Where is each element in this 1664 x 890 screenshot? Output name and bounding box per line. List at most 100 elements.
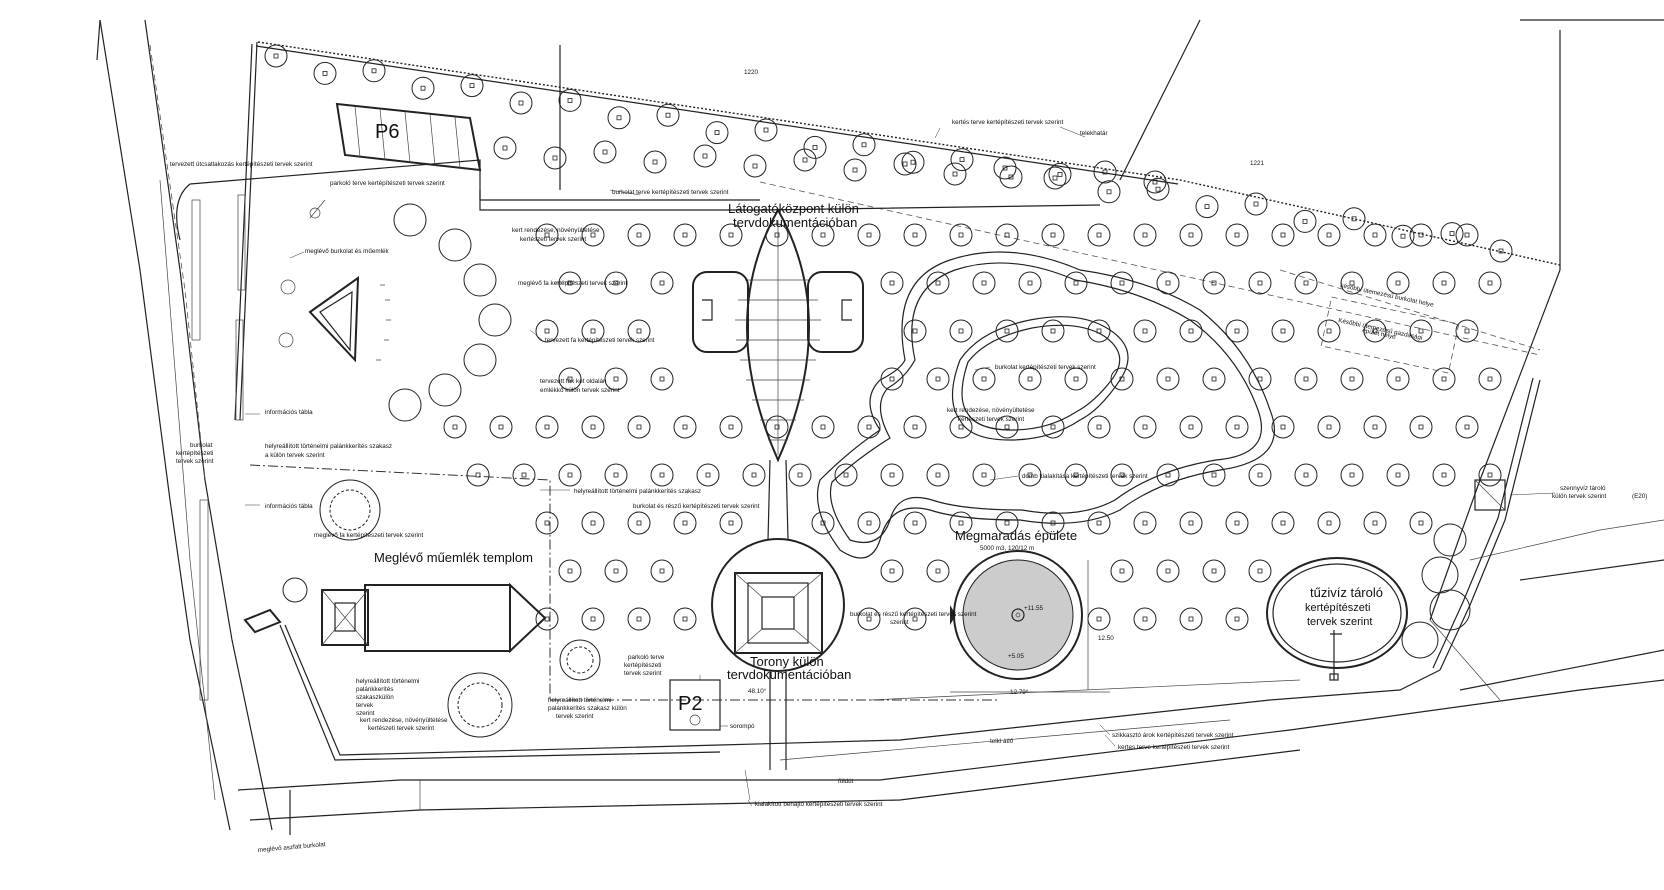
note-existing-paving: meglévő burkolat és műemlék bbox=[305, 248, 389, 255]
tree-symbol-icon bbox=[857, 415, 881, 439]
tree-symbol-icon bbox=[1156, 463, 1180, 487]
tree-symbol-icon bbox=[1386, 367, 1410, 391]
tree-symbol-icon bbox=[627, 607, 651, 631]
note-existing-tree-church: meglévő fa kertépítészeti tervek szerint bbox=[314, 532, 423, 539]
tree-symbol-icon bbox=[943, 162, 967, 186]
roads bbox=[96, 19, 1664, 835]
remaining-building-sub: 5000 m3, 120/12 m bbox=[980, 545, 1034, 552]
tree-symbol-icon bbox=[1087, 511, 1111, 535]
note-ditch-1: szikkasztó árok kertépítészeti tervek sz… bbox=[1112, 732, 1234, 739]
tree-symbol-icon bbox=[1179, 415, 1203, 439]
note-garden-top-2: kertészeti tervek szerint bbox=[520, 236, 586, 243]
tree-symbol-icon bbox=[926, 463, 950, 487]
tree-symbol-icon bbox=[788, 463, 812, 487]
note-paving-right-tower-2: szerint bbox=[890, 619, 909, 626]
tree-symbol-icon bbox=[857, 607, 881, 631]
tree-symbol-icon bbox=[1043, 166, 1067, 190]
tree-symbol-icon bbox=[1340, 271, 1364, 295]
notes: kertés terve kertépítészeti tervek szeri… bbox=[170, 119, 1647, 854]
tree-symbol-icon bbox=[1432, 367, 1456, 391]
tree-symbol-icon bbox=[581, 415, 605, 439]
note-parkolo-terve-top: parkoló terve kertépítészeti tervek szer… bbox=[330, 180, 445, 187]
tree-symbol-icon bbox=[1156, 559, 1180, 583]
tree-symbol-icon bbox=[754, 118, 778, 142]
tree-symbol-icon bbox=[903, 511, 927, 535]
tree-symbol-icon bbox=[656, 103, 680, 127]
visitor-center-label-2: tervdokumentációban bbox=[733, 215, 857, 230]
note-paving-left-3: tervek szerint bbox=[176, 458, 214, 465]
note-garden-mid-1: kert rendezése, növényültetése bbox=[947, 407, 1035, 414]
tree-symbol-icon bbox=[466, 463, 490, 487]
tree-symbol-icon bbox=[1041, 223, 1065, 247]
tree-symbol-icon bbox=[1271, 223, 1295, 247]
tree-symbol-icon bbox=[627, 415, 651, 439]
tree-symbol-icon bbox=[893, 152, 917, 176]
wheelchair-icon bbox=[689, 714, 701, 726]
tree-symbol-icon bbox=[903, 607, 927, 631]
later-phase-building-outline bbox=[1320, 296, 1460, 374]
tree-symbol-icon bbox=[880, 271, 904, 295]
water-tank-label-1: tűzivíz tároló bbox=[1310, 585, 1383, 600]
tree-symbol-icon bbox=[719, 415, 743, 439]
note-info-board-1: információs tábla bbox=[265, 409, 313, 416]
tree-symbol-icon bbox=[903, 223, 927, 247]
tree-symbol-icon bbox=[650, 367, 674, 391]
note-existing-asphalt: meglévő aszfalt burkolat bbox=[258, 841, 327, 854]
note-dirt-road: földút bbox=[838, 778, 854, 785]
tree-symbol-icon bbox=[604, 559, 628, 583]
tree-symbol-icon bbox=[604, 271, 628, 295]
note-restored-fence-mid: helyreállított történelmi palánkkerítés … bbox=[574, 488, 701, 495]
monument-area bbox=[278, 276, 391, 363]
tree-symbol-icon bbox=[1133, 223, 1157, 247]
note-trees-both-2: emlékkő külön tervek szerint bbox=[540, 387, 620, 394]
tree-symbol-icon bbox=[1202, 559, 1226, 583]
tree-symbol-icon bbox=[650, 463, 674, 487]
tree-symbol-icon bbox=[1363, 511, 1387, 535]
north-arrow-icon bbox=[309, 199, 326, 219]
note-sewage-1: szennyvíz tároló bbox=[1560, 485, 1606, 492]
tree-symbol-icon bbox=[765, 223, 789, 247]
tree-symbol-icon bbox=[535, 511, 559, 535]
note-parking-p2-3: tervek szerint bbox=[624, 670, 662, 677]
parking-p6: P6 bbox=[176, 102, 1101, 241]
tree-symbol-icon bbox=[743, 154, 767, 178]
tree-symbol-icon bbox=[1455, 319, 1479, 343]
tree-symbol-icon bbox=[1363, 223, 1387, 247]
tree-symbol-icon bbox=[857, 223, 881, 247]
tree-symbol-icon bbox=[1156, 367, 1180, 391]
tree-symbol-icon bbox=[1294, 367, 1318, 391]
tree-symbol-icon bbox=[535, 415, 559, 439]
tree-symbol-icon bbox=[972, 463, 996, 487]
tree-symbol-icon bbox=[1478, 367, 1502, 391]
sewage-container bbox=[1474, 479, 1506, 511]
tree-symbol-icon bbox=[1087, 319, 1111, 343]
tree-symbol-icon bbox=[1156, 271, 1180, 295]
tree-symbol-icon bbox=[811, 415, 835, 439]
note-trees-both-1: tervezett fák két oldalán bbox=[540, 378, 607, 385]
water-tank: tűzivíz tároló kertépítészeti tervek sze… bbox=[1266, 557, 1408, 681]
tree-symbol-icon bbox=[993, 156, 1017, 180]
tree-symbol-icon bbox=[696, 463, 720, 487]
tree-symbol-icon bbox=[949, 223, 973, 247]
tree-symbol-icon bbox=[901, 150, 925, 174]
tree-symbol-icon bbox=[512, 463, 536, 487]
visitor-center: Látogatóközpont külön tervdokumentációba… bbox=[692, 201, 864, 541]
tree-symbol-icon bbox=[1409, 223, 1433, 247]
tree-symbol-icon bbox=[1133, 607, 1157, 631]
tree-symbol-icon bbox=[880, 367, 904, 391]
p2-label: P2 bbox=[678, 693, 702, 715]
church: Meglévő műemlék templom bbox=[321, 550, 547, 654]
tree-symbol-icon bbox=[1248, 271, 1272, 295]
tree-symbol-icon bbox=[673, 607, 697, 631]
note-parking-p2-2: kertépítészeti bbox=[624, 662, 661, 669]
tree-symbol-icon bbox=[995, 415, 1019, 439]
note-restored-fence-bottom-3: szakaszkülön bbox=[356, 694, 394, 701]
tree-symbol-icon bbox=[581, 223, 605, 247]
tree-symbol-icon bbox=[949, 415, 973, 439]
elevation-1: +11.55 bbox=[1024, 605, 1043, 612]
note-telekhatar: telekhatár bbox=[1080, 130, 1108, 137]
water-tank-label-2: kertépítészeti bbox=[1305, 602, 1370, 614]
tree-symbol-icon bbox=[1363, 319, 1387, 343]
tree-symbol-icon bbox=[719, 511, 743, 535]
tree-symbol-icon bbox=[1110, 367, 1134, 391]
